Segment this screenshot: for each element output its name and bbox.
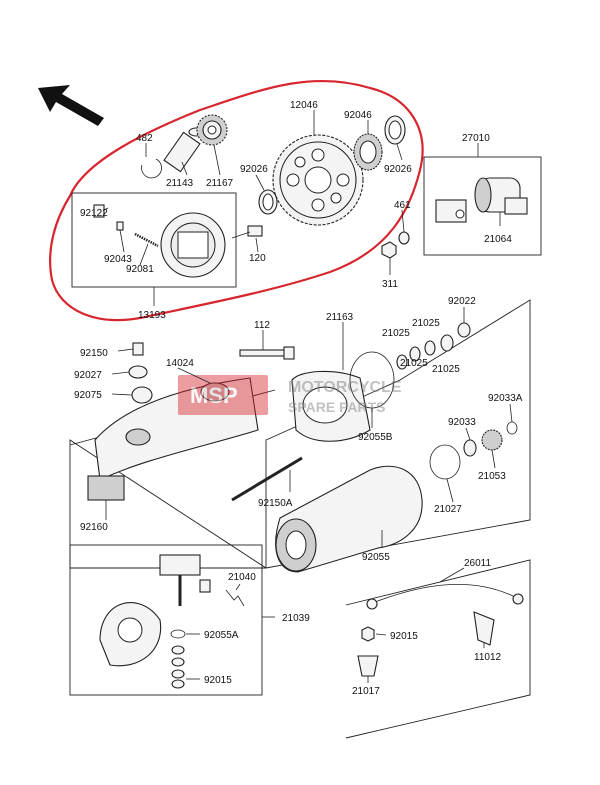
- label-112: 112: [254, 320, 270, 331]
- plunger-92043: [116, 221, 124, 231]
- label-482: 482: [136, 133, 153, 144]
- label-92075: 92075: [74, 390, 102, 401]
- part-labels: 482 12046 92046 27010 21143 21167 92026 …: [74, 100, 523, 697]
- label-21163: 21163: [326, 312, 354, 323]
- leader-lines: [103, 110, 513, 683]
- sprocket-12046: [272, 134, 364, 226]
- label-21053: 21053: [478, 471, 506, 482]
- label-21017: 21017: [352, 686, 380, 697]
- brush-21040: [159, 554, 211, 606]
- nut-92015: [361, 626, 375, 642]
- label-92150: 92150: [80, 348, 108, 359]
- washer-stack-92015: [171, 645, 185, 689]
- long-bolt-92150A: [231, 456, 303, 502]
- label-120: 120: [249, 253, 266, 264]
- label-92046: 92046: [344, 110, 372, 121]
- bolt-120: [231, 225, 263, 239]
- label-92043: 92043: [104, 254, 132, 265]
- label-461: 461: [394, 200, 411, 211]
- one-way-clutch-13193: [160, 212, 226, 278]
- gear-21167: [196, 114, 228, 146]
- gear-21053: [481, 429, 503, 451]
- label-92160: 92160: [80, 522, 108, 533]
- label-21143: 21143: [166, 178, 194, 189]
- label-92055: 92055: [362, 552, 390, 563]
- frame-26011: [345, 559, 531, 739]
- label-92022: 92022: [448, 296, 476, 307]
- label-21025a: 21025: [412, 318, 440, 329]
- collar-92075: [131, 386, 153, 404]
- cap-11012: [473, 611, 495, 646]
- label-92015b: 92015: [390, 631, 418, 642]
- switch-body-27010: [435, 199, 467, 223]
- front-direction-arrow-icon: [38, 85, 104, 126]
- label-92081: 92081: [126, 264, 154, 275]
- label-21040: 21040: [228, 572, 256, 583]
- roller-92122: [93, 204, 105, 218]
- label-12046: 12046: [290, 100, 318, 111]
- label-14024: 14024: [166, 358, 194, 369]
- frame-21039: [69, 544, 263, 696]
- label-92122: 92122: [80, 208, 108, 219]
- washers-21025: [396, 334, 454, 370]
- cover-14024: [94, 377, 259, 481]
- bolt-112: [239, 346, 295, 360]
- watermark-line2: SPARE PARTS: [288, 399, 386, 415]
- label-21039: 21039: [282, 613, 310, 624]
- washer-92026-lower: [258, 189, 278, 215]
- label-21025b: 21025: [382, 328, 410, 339]
- label-21167: 21167: [206, 178, 234, 189]
- label-26011: 26011: [464, 558, 492, 569]
- spring-92081: [134, 232, 159, 248]
- label-92150A: 92150A: [258, 498, 293, 509]
- starter-housing-21163: [291, 370, 371, 442]
- label-92055B: 92055B: [358, 432, 393, 443]
- pad-92160: [87, 475, 125, 501]
- nut-311: [381, 241, 397, 259]
- bolt-92150: [132, 342, 144, 356]
- label-92055A: 92055A: [204, 630, 239, 641]
- label-27010: 27010: [462, 133, 490, 144]
- watermark-logo: MSP MOTORCYCLE SPARE PARTS: [178, 375, 402, 415]
- watermark-line1: MOTORCYCLE: [288, 379, 402, 396]
- bearing-92046: [353, 133, 383, 171]
- seal-92022: [457, 322, 471, 338]
- washer-92033: [463, 439, 477, 457]
- label-92033: 92033: [448, 417, 476, 428]
- label-92033A: 92033A: [488, 393, 523, 404]
- label-92026a: 92026: [240, 164, 268, 175]
- boot-21017: [357, 655, 379, 677]
- starter-motor-92055: [275, 465, 423, 573]
- solenoid-21064: [474, 177, 528, 215]
- label-92015a: 92015: [204, 675, 232, 686]
- label-92026b: 92026: [384, 164, 412, 175]
- label-11012: 11012: [474, 652, 502, 663]
- cable-26011: [366, 583, 524, 610]
- washer-461: [398, 231, 410, 245]
- label-21064: 21064: [484, 234, 512, 245]
- o-ring-21027: [429, 444, 461, 480]
- o-ring-92055A: [170, 629, 186, 639]
- brush-holder-21039: [99, 602, 162, 667]
- washer-92026-upper: [384, 115, 406, 145]
- circlip-482: [141, 158, 162, 179]
- watermark-logo-text: MSP: [190, 383, 238, 408]
- label-13193: 13193: [138, 310, 166, 321]
- grommet-92027: [128, 365, 148, 379]
- label-311: 311: [382, 279, 398, 290]
- label-92027: 92027: [74, 370, 102, 381]
- label-21027: 21027: [434, 504, 462, 515]
- spring-clip-21040: [225, 589, 245, 607]
- circlip-92033A: [506, 421, 518, 435]
- frame-27010: [423, 156, 542, 256]
- label-21025c: 21025: [400, 358, 428, 369]
- label-21025d: 21025: [432, 364, 460, 375]
